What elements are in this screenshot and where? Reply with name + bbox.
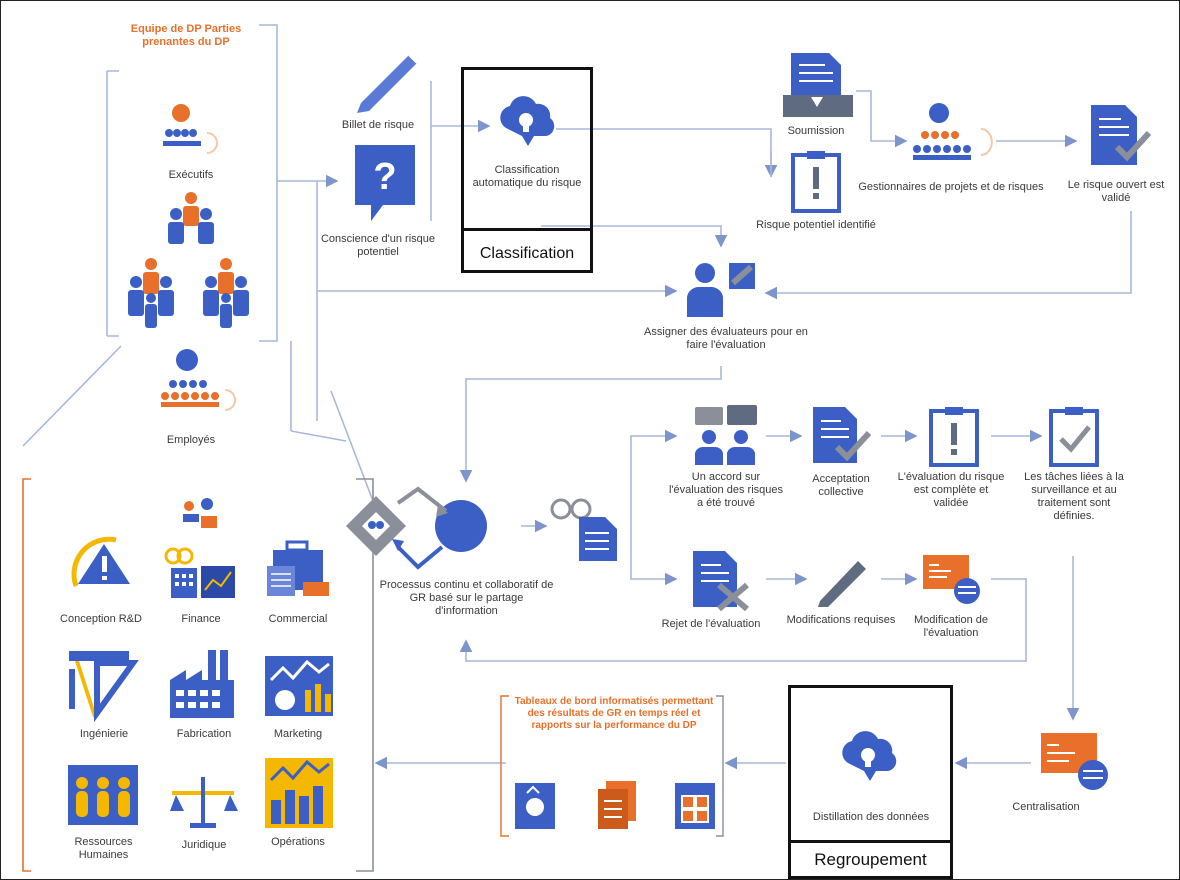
svg-text:?: ?: [373, 156, 396, 198]
review-documents-icon: [550, 498, 617, 561]
employee-group-icon: [161, 349, 236, 411]
scale-icon: [170, 777, 238, 828]
dept-label-operations: Opérations: [271, 836, 325, 848]
dept-label-hr: Ressources Humaines: [74, 836, 133, 861]
managers-group-icon: [913, 103, 993, 160]
agreement-label: Un accord sur l'évaluation des risques a…: [668, 471, 783, 509]
executives-label: Exécutifs: [168, 169, 214, 181]
data-cloud-icon: [842, 731, 897, 781]
dept-label-legal: Juridique: [181, 839, 227, 851]
acceptance-doc-icon: [813, 407, 872, 463]
grouping-caption: Regroupement: [814, 850, 927, 869]
executive-group-icon: [163, 104, 218, 154]
submission-label: Soumission: [787, 125, 845, 137]
auto-classification-label: Classification automatique du risque: [472, 164, 582, 189]
engineering-icon: [69, 651, 139, 723]
risk-ticket-label: Billet de risque: [341, 119, 415, 131]
evaluation-alert-icon: [929, 407, 979, 467]
rejection-label: Rejet de l'évaluation: [661, 618, 761, 630]
factory-icon: [170, 650, 234, 718]
modification-screen-icon: [923, 555, 980, 604]
pencil-icon: [357, 54, 418, 113]
operations-icon: [265, 758, 333, 828]
people-icon: [68, 765, 138, 825]
grouping-frame: [788, 685, 953, 843]
modifications-required-label: Modifications requises: [786, 614, 896, 626]
clipboard-alert-icon: [791, 151, 841, 213]
grouping-caption-box: [788, 843, 953, 879]
evaluation-complete-label: L'évaluation du risque est complète et v…: [897, 471, 1005, 509]
classification-caption-box: [461, 231, 593, 273]
report-person-icon: [515, 783, 555, 829]
assign-user-icon: [687, 263, 755, 317]
finance-people-icon: [183, 498, 217, 528]
rejection-doc-icon: [693, 551, 749, 612]
tasks-defined-label: Les tâches liées à la surveillance et au…: [1024, 471, 1124, 522]
cycle-process-icon: [346, 486, 487, 570]
commercial-icon: [267, 540, 329, 596]
dept-label-factory: Fabrication: [176, 728, 232, 740]
modification-pencil-icon: [818, 561, 866, 607]
dept-label-finance: Finance: [181, 613, 221, 625]
continuous-process-label: Processus continu et collaboratif de GR …: [379, 579, 554, 617]
risk-validated-label: Le risque ouvert est validé: [1067, 179, 1165, 204]
finance-icon: [164, 547, 235, 598]
report-sheet-icon: [675, 783, 715, 829]
classification-caption: Classification: [479, 245, 575, 262]
employees-crowd-icon: [128, 192, 249, 328]
validated-doc-icon: [1091, 105, 1152, 165]
brain-cloud-icon: [500, 96, 555, 146]
dept-label-rnd: Conception R&D: [60, 613, 142, 625]
stakeholders-title: Equipe de DP Parties prenantes du DP: [130, 23, 242, 48]
dept-label-commercial: Commercial: [268, 613, 328, 625]
dept-label-engineering: Ingénierie: [79, 728, 129, 740]
submission-inbox-icon: [783, 53, 853, 117]
evaluation-modification-label: Modification de l'évaluation: [914, 614, 988, 639]
awareness-label: Conscience d'un risque potentiel: [320, 233, 435, 258]
potential-risk-label: Risque potentiel identifié: [756, 219, 876, 231]
reporting-note: Tableaux de bord informatisés permettant…: [514, 696, 714, 731]
collective-acceptance-label: Acceptation collective: [812, 473, 870, 498]
dept-label-marketing: Marketing: [273, 728, 323, 740]
centralization-screen-icon: [1041, 733, 1108, 790]
report-stack-icon: [598, 781, 636, 829]
assign-evaluators-label: Assigner des évaluateurs pour en faire l…: [644, 326, 808, 351]
tasks-check-icon: [1049, 407, 1099, 467]
marketing-icon: [265, 656, 333, 716]
centralization-label: Centralisation: [1012, 801, 1080, 813]
warning-icon: [71, 536, 130, 587]
classification-frame: [461, 67, 593, 231]
managers-label: Gestionnaires de projets et de risques: [858, 181, 1044, 193]
employees-label: Employés: [166, 434, 216, 446]
agreement-chat-icon: [695, 405, 757, 465]
question-icon: ?: [355, 145, 415, 221]
data-distillation-label: Distillation des données: [812, 811, 930, 823]
